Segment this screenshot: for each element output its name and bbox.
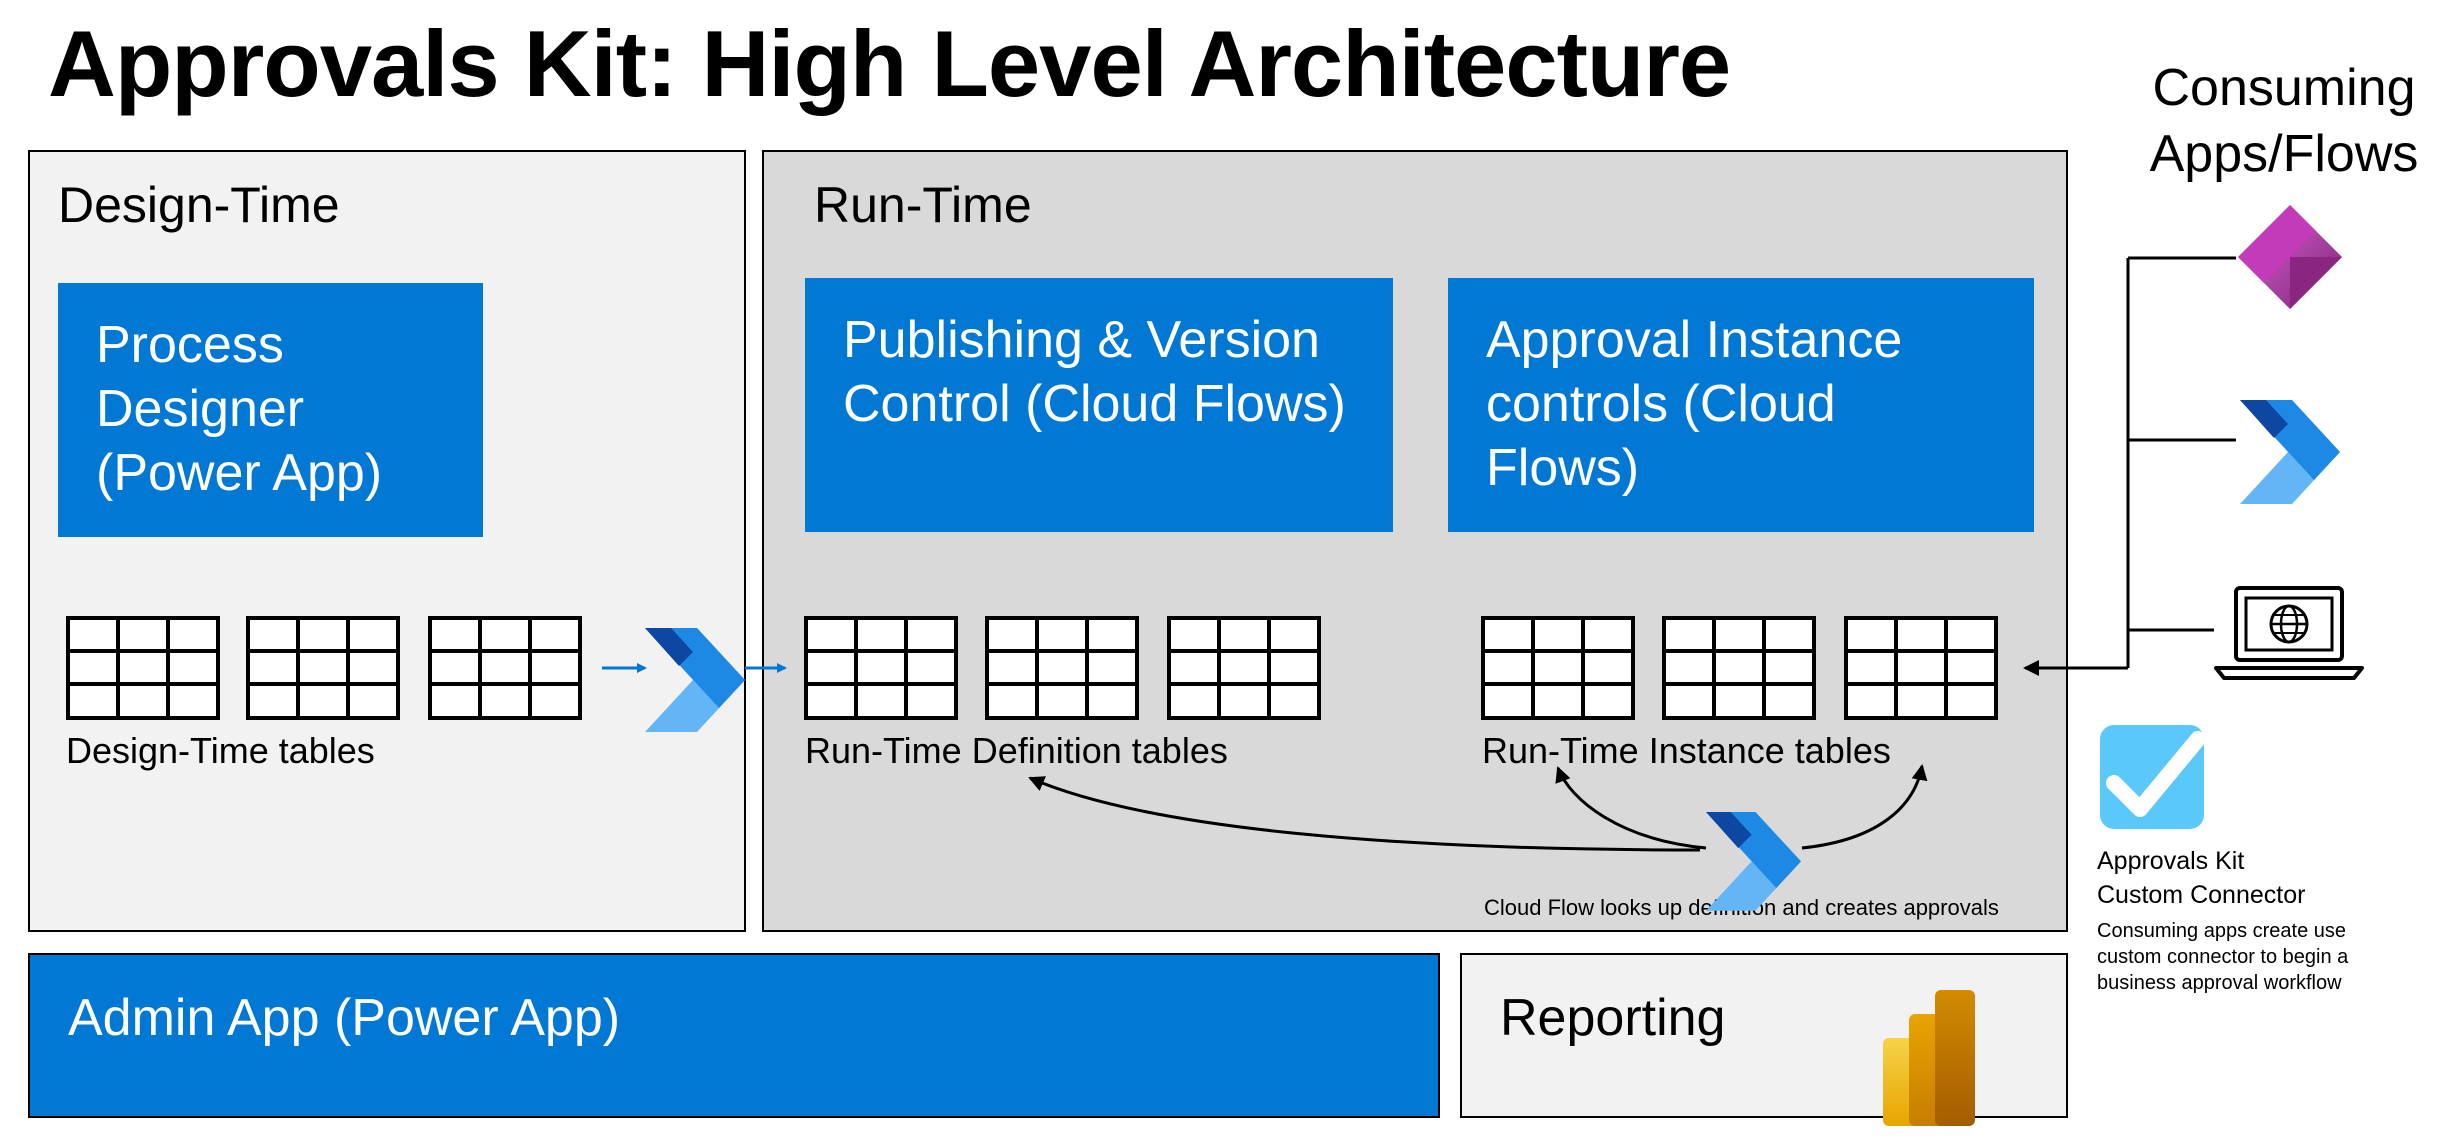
run-time-definition-caption: Run-Time Definition tables [805, 730, 1228, 771]
consuming-line-1: Consuming [2152, 59, 2416, 117]
run-time-instance-caption: Run-Time Instance tables [1482, 730, 1891, 771]
publishing-line-2: Control (Cloud Flows) [843, 375, 1346, 433]
reporting-label: Reporting [1500, 989, 1726, 1047]
approval-instance-line-3: Flows) [1486, 439, 1640, 497]
connector-title: Approvals Kit Custom Connector [2097, 844, 2305, 912]
publishing-line-1: Publishing & Version [843, 311, 1320, 369]
approval-instance-line-2: controls (Cloud [1486, 375, 1836, 433]
cloud-flow-icon [1706, 812, 1801, 911]
definition-table-icon-2 [985, 616, 1139, 720]
connector-title-line-2: Custom Connector [2097, 881, 2306, 909]
connector-note-line-3: business approval workflow [2097, 972, 2342, 994]
laptop-globe-icon [2214, 586, 2364, 680]
publishing-version-box[interactable]: Publishing & Version Control (Cloud Flow… [805, 278, 1393, 532]
design-table-icon-2 [246, 616, 400, 720]
page-title: Approvals Kit: High Level Architecture [48, 11, 1731, 116]
approval-instance-line-1: Approval Instance [1486, 311, 1903, 369]
design-time-label: Design-Time [58, 177, 340, 233]
power-apps-icon [2238, 205, 2342, 309]
consuming-apps-heading: Consuming Apps/Flows [2134, 55, 2434, 187]
design-table-icon-3 [428, 616, 582, 720]
approvals-check-icon [2100, 725, 2206, 829]
connector-note: Consuming apps create use custom connect… [2097, 918, 2348, 996]
process-designer-line-2: Designer [96, 380, 305, 438]
process-designer-box[interactable]: Process Designer (Power App) [58, 283, 483, 537]
consuming-line-2: Apps/Flows [2149, 125, 2419, 183]
design-time-panel [28, 150, 746, 932]
power-bi-icon [1883, 990, 1975, 1126]
connector-note-line-1: Consuming apps create use [2097, 920, 2347, 942]
instance-table-icon-3 [1844, 616, 1998, 720]
power-automate-icon [2240, 400, 2340, 504]
connector-title-line-1: Approvals Kit [2097, 847, 2245, 875]
connector-note-line-2: custom connector to begin a [2097, 946, 2349, 968]
run-time-label: Run-Time [814, 177, 1032, 233]
approval-instance-box[interactable]: Approval Instance controls (Cloud Flows) [1448, 278, 2034, 532]
admin-app-bar[interactable] [28, 953, 1440, 1118]
process-designer-line-1: Process [96, 316, 284, 374]
definition-table-icon-1 [804, 616, 958, 720]
instance-table-icon-2 [1662, 616, 1816, 720]
publish-flow-icon [645, 628, 745, 732]
design-time-tables-caption: Design-Time tables [66, 730, 375, 771]
process-designer-line-3: (Power App) [96, 444, 383, 502]
instance-table-icon-1 [1481, 616, 1635, 720]
design-table-icon-1 [66, 616, 220, 720]
admin-app-label: Admin App (Power App) [68, 989, 621, 1047]
definition-table-icon-3 [1167, 616, 1321, 720]
